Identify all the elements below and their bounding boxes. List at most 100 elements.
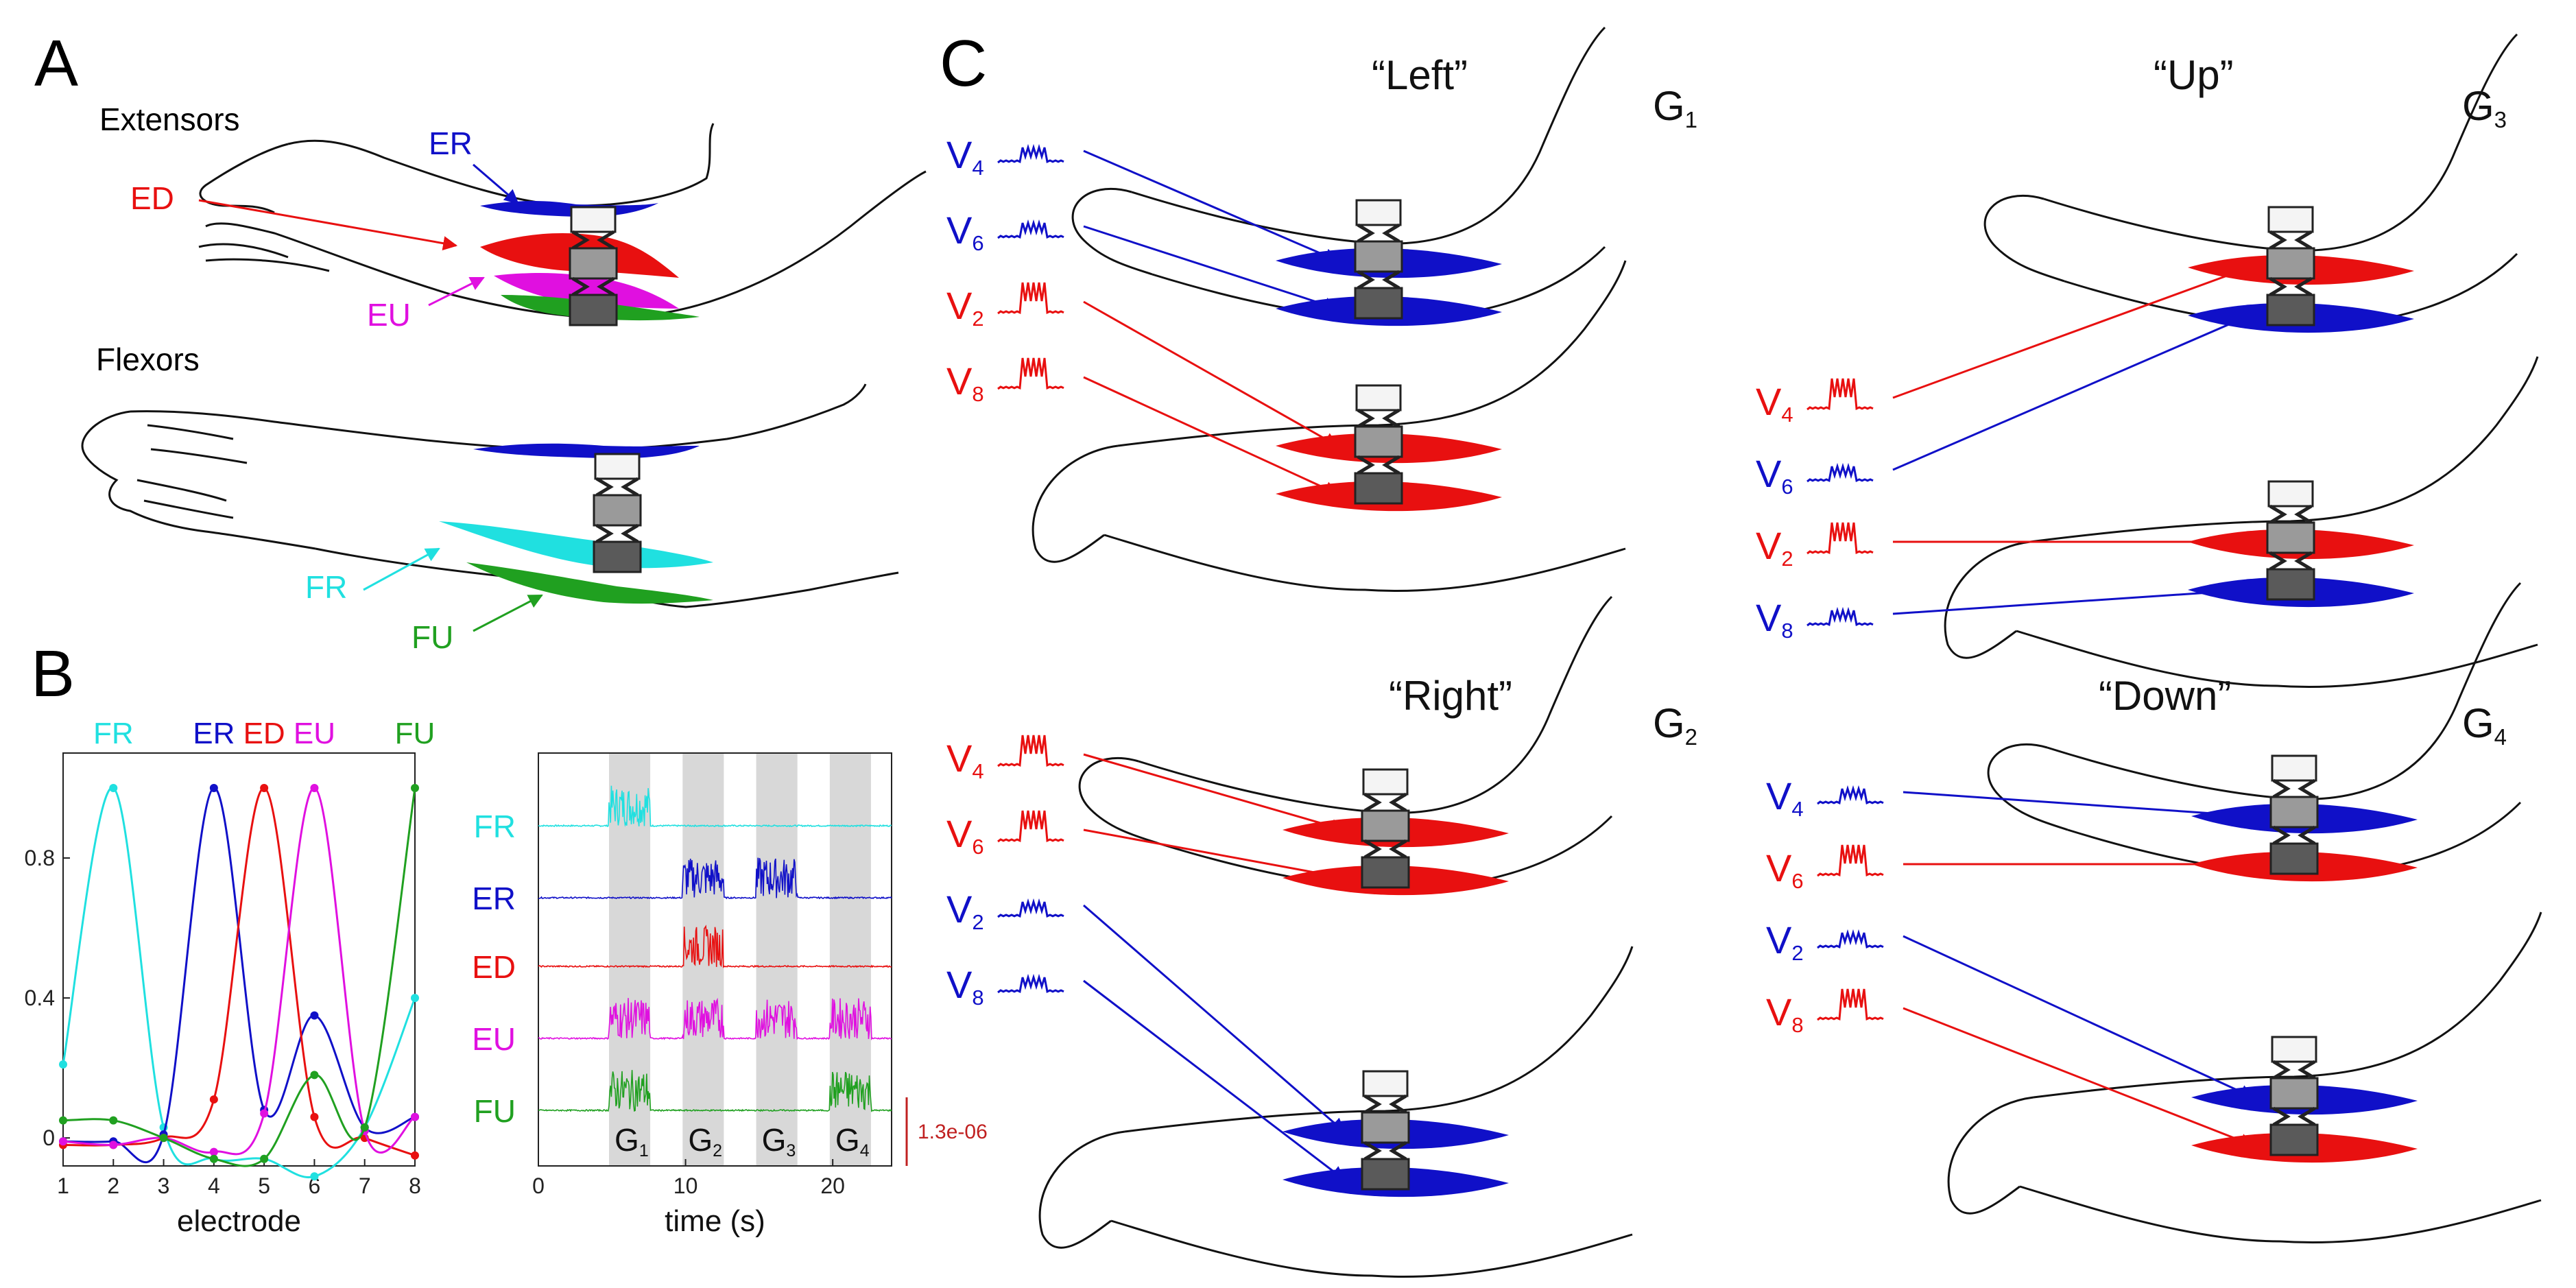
data-point-fr <box>411 994 419 1003</box>
channel-label-v8: V8 <box>1766 990 1804 1037</box>
eu-muscle <box>494 273 679 309</box>
armband <box>1355 385 1402 503</box>
channel-label-v6: V6 <box>946 812 984 859</box>
gesture-tag: G3 <box>2462 83 2507 132</box>
gesture-window-label: G3 <box>762 1122 796 1160</box>
channel-label-v6: V6 <box>1766 846 1804 893</box>
armband <box>2271 1037 2317 1155</box>
series-line-ed <box>62 787 416 1157</box>
channel-arrow-v4 <box>1892 265 2251 399</box>
channel-arrow-v2 <box>1903 935 2254 1099</box>
channel-label-v6: V6 <box>1756 452 1793 499</box>
channel-label-v8: V8 <box>1756 596 1793 643</box>
channel-trace-v8 <box>997 357 1064 390</box>
gesture-tag: G2 <box>1653 700 1697 750</box>
fr-muscle <box>439 521 713 569</box>
emg-trace-fu <box>538 1070 892 1112</box>
series-line-fu <box>62 787 416 1167</box>
flexor-arm-drawing <box>81 383 899 608</box>
channel-arrow-v4 <box>1083 150 1339 263</box>
gesture-title: “Right” <box>1389 673 1512 719</box>
data-point-eu <box>310 784 319 793</box>
track-label-fu: FU <box>474 1093 516 1129</box>
gesture-window-label: G1 <box>615 1122 649 1160</box>
x-tick-label: 10 <box>673 1173 698 1198</box>
legend-label-eu: EU <box>294 717 335 750</box>
legend-label-ed: ED <box>243 717 285 750</box>
data-point-er <box>310 1011 319 1020</box>
data-point-eu <box>59 1137 67 1146</box>
data-point-eu <box>209 1147 218 1156</box>
channel-trace-v4 <box>1806 378 1874 411</box>
extensors-label: Extensors <box>99 102 240 137</box>
channel-trace-v2 <box>997 898 1064 918</box>
channel-trace-v4 <box>997 143 1064 164</box>
channel-arrow-v4 <box>1083 753 1346 833</box>
channel-trace-v6 <box>997 810 1064 843</box>
armband <box>1355 200 1402 318</box>
label-eu: EU <box>367 297 411 333</box>
channel-arrow-v6 <box>1083 828 1346 883</box>
channel-arrow-v8 <box>1083 376 1339 495</box>
plot-frame <box>62 752 416 1167</box>
armband-flexor-view <box>594 454 641 572</box>
y-tick-label: 0.4 <box>25 986 55 1010</box>
channel-label-v8: V8 <box>946 359 984 406</box>
x-tick-label: 1 <box>57 1173 69 1198</box>
data-point-fu <box>159 1134 168 1143</box>
gesture-window-label: G4 <box>835 1122 870 1160</box>
x-axis-label: electrode <box>177 1204 301 1238</box>
data-point-ed <box>310 1112 319 1121</box>
armband <box>2271 756 2317 874</box>
channel-arrow-v2 <box>1083 904 1346 1133</box>
channel-trace-v2 <box>1817 929 1884 949</box>
data-point-fr <box>310 1172 319 1181</box>
channel-trace-v6 <box>997 219 1064 239</box>
series-line-eu <box>62 787 416 1156</box>
panel-a: A Extensors Flexors ER ED EU <box>34 27 927 655</box>
scale-bar-label: 1.3e-06 <box>918 1121 988 1143</box>
data-point-eu <box>411 1112 419 1121</box>
channel-arrow-v8 <box>1083 979 1346 1181</box>
er-muscle <box>480 201 658 217</box>
channel-arrow-v4 <box>1903 791 2255 823</box>
x-tick-label: 7 <box>359 1173 371 1198</box>
gesture-tag: G1 <box>1653 83 1697 132</box>
armband <box>2267 481 2314 599</box>
emg-trace-fr <box>538 785 892 828</box>
label-fu: FU <box>412 619 453 655</box>
data-point-fr <box>59 1060 67 1069</box>
track-label-er: ER <box>472 881 516 916</box>
data-point-fu <box>209 1154 218 1163</box>
label-ed: ED <box>130 180 174 216</box>
data-point-fu <box>310 1071 319 1080</box>
armband-extensor-view <box>570 207 617 325</box>
data-point-fu <box>109 1116 118 1125</box>
panel-c: C “Left”G1V4V6V2V8“Right”G2V4V6V2V8“Up”G… <box>940 26 2542 1278</box>
channel-trace-v8 <box>997 973 1064 994</box>
er-muscle-flexor-view <box>473 443 700 459</box>
channel-label-v2: V2 <box>1766 918 1804 965</box>
legend-label-er: ER <box>193 717 235 750</box>
channel-trace-v2 <box>1806 522 1874 555</box>
plot-frame <box>538 752 892 1167</box>
data-point-fu <box>260 1154 269 1163</box>
track-label-ed: ED <box>472 949 516 985</box>
channel-label-v4: V4 <box>946 133 984 180</box>
channel-label-v6: V6 <box>946 208 984 255</box>
channel-trace-v4 <box>1817 785 1884 805</box>
armband <box>1362 770 1409 887</box>
gesture-title: “Down” <box>2099 673 2231 719</box>
gesture-title: “Left” <box>1372 52 1468 98</box>
panel-a-letter: A <box>34 27 78 100</box>
panel-c-letter: C <box>940 27 987 100</box>
y-tick-label: 0 <box>43 1125 55 1150</box>
channel-label-v2: V2 <box>1756 524 1793 571</box>
channel-label-v4: V4 <box>946 737 984 783</box>
data-point-fu <box>411 784 419 793</box>
channel-arrow-v2 <box>1083 300 1339 447</box>
x-tick-label: 3 <box>158 1173 170 1198</box>
